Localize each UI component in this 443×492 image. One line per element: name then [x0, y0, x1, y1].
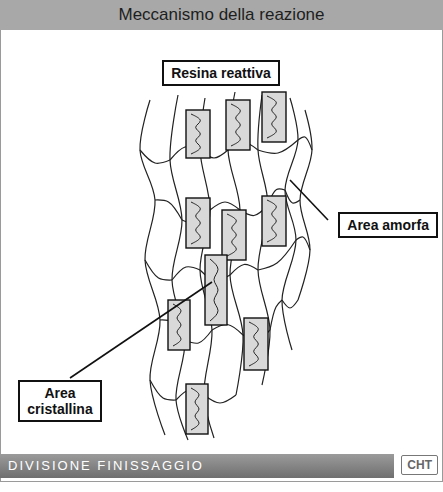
- node-text: Resina reattiva: [171, 65, 271, 81]
- label-box: Resina reattiva: [162, 60, 280, 86]
- fibril-strand: [298, 110, 312, 300]
- cross-link: [296, 237, 310, 250]
- cross-link: [140, 150, 170, 163]
- crystalline-block: [186, 110, 210, 158]
- cross-link: [230, 264, 258, 275]
- label-box: Area amorfa: [338, 212, 438, 238]
- node-text: Area cristallina: [27, 385, 93, 417]
- cross-link: [155, 200, 182, 220]
- cross-link: [298, 137, 312, 150]
- node-text: DIVISIONE FINISSAGGIO: [8, 454, 386, 478]
- node-text: Area amorfa: [347, 217, 429, 233]
- crystalline-block: [186, 198, 210, 248]
- cross-link: [212, 324, 243, 335]
- logo-box: CHT: [401, 455, 438, 475]
- leader-line: [290, 180, 328, 220]
- cross-link: [145, 260, 172, 280]
- crystalline-block: [205, 255, 227, 325]
- crystalline-block: [168, 300, 190, 350]
- crystalline-block: [186, 384, 208, 434]
- cross-link: [172, 267, 200, 280]
- leader-line: [70, 282, 212, 378]
- cross-link: [282, 300, 298, 308]
- crystalline-block: [226, 100, 250, 150]
- crystalline-block: [262, 196, 286, 246]
- crystalline-block: [222, 210, 246, 260]
- cross-link: [270, 300, 282, 330]
- label-box: Area cristallina: [18, 380, 102, 422]
- crystalline-block: [262, 92, 286, 142]
- slide-title: Meccanismo della reazione: [0, 0, 443, 30]
- node-text: CHT: [407, 458, 432, 472]
- cross-link: [210, 202, 240, 210]
- crystalline-block: [244, 318, 268, 370]
- cross-link: [150, 380, 176, 400]
- cross-link: [204, 395, 236, 403]
- cross-link: [285, 190, 300, 203]
- footer-band: DIVISIONE FINISSAGGIO: [0, 454, 394, 478]
